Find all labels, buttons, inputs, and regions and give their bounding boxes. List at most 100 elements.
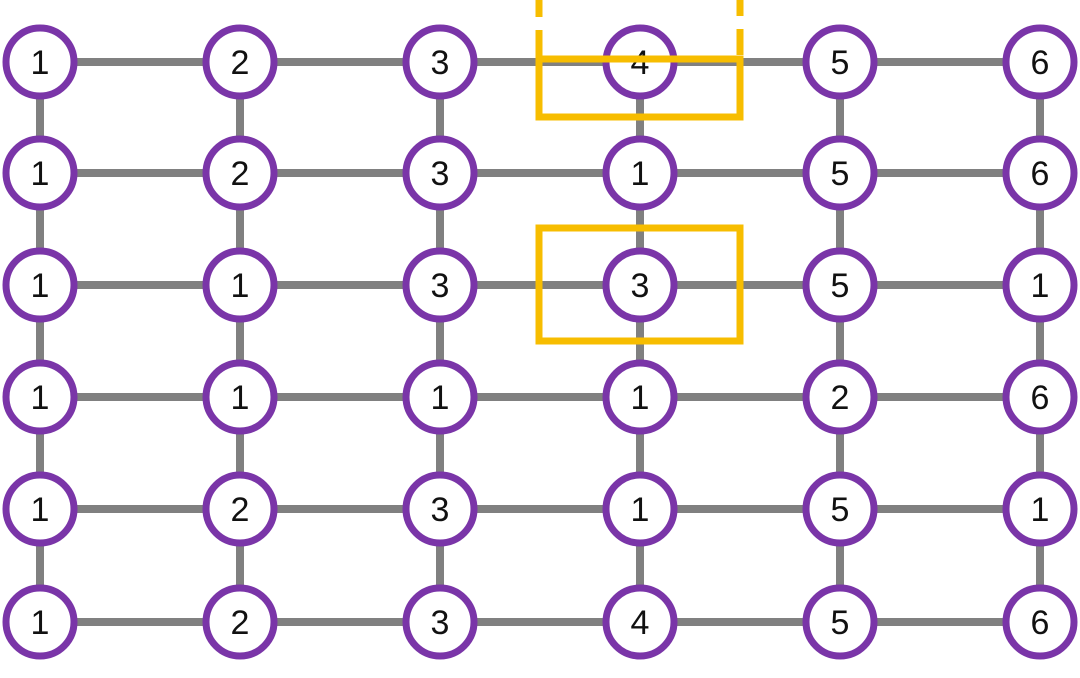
graph-node: 3 xyxy=(602,247,678,323)
node-circle xyxy=(602,471,678,547)
graph-node: 1 xyxy=(602,135,678,211)
node-label: 6 xyxy=(1031,604,1050,642)
graph-node: 1 xyxy=(2,471,78,547)
node-label: 3 xyxy=(631,267,650,305)
graph-node: 2 xyxy=(202,471,278,547)
node-label: 1 xyxy=(31,491,50,529)
node-label: 2 xyxy=(231,604,250,642)
node-label: 4 xyxy=(631,44,650,82)
node-circle xyxy=(802,247,878,323)
graph-node: 3 xyxy=(402,471,478,547)
graph-node: 6 xyxy=(1002,135,1078,211)
node-circle xyxy=(2,471,78,547)
node-circle xyxy=(202,135,278,211)
graph-node: 4 xyxy=(602,584,678,660)
node-label: 5 xyxy=(831,44,850,82)
node-circle xyxy=(402,359,478,435)
graph-node: 1 xyxy=(2,135,78,211)
graph-node: 2 xyxy=(202,24,278,100)
node-circle xyxy=(1002,247,1078,323)
node-circle xyxy=(802,135,878,211)
node-label: 5 xyxy=(831,604,850,642)
graph-node: 5 xyxy=(802,135,878,211)
node-circle xyxy=(802,359,878,435)
graph-node: 2 xyxy=(202,584,278,660)
node-label: 1 xyxy=(1031,267,1050,305)
node-circle xyxy=(802,24,878,100)
node-label: 2 xyxy=(831,379,850,417)
node-label: 1 xyxy=(31,604,50,642)
node-circle xyxy=(402,584,478,660)
graph-node: 2 xyxy=(802,359,878,435)
graph-node: 6 xyxy=(1002,359,1078,435)
node-label: 6 xyxy=(1031,379,1050,417)
node-circle xyxy=(2,584,78,660)
highlight-layer xyxy=(535,0,744,345)
graph-node: 1 xyxy=(1002,471,1078,547)
node-label: 5 xyxy=(831,491,850,529)
node-label: 1 xyxy=(31,379,50,417)
graph-node: 1 xyxy=(2,24,78,100)
graph-node: 6 xyxy=(1002,584,1078,660)
highlight-box-middle xyxy=(535,224,744,345)
node-circle xyxy=(2,247,78,323)
node-circle xyxy=(202,471,278,547)
node-circle xyxy=(202,247,278,323)
node-circle xyxy=(2,135,78,211)
node-circle xyxy=(602,584,678,660)
node-circle xyxy=(2,24,78,100)
graph-node: 1 xyxy=(602,471,678,547)
node-circle xyxy=(402,471,478,547)
node-circle xyxy=(1002,584,1078,660)
node-circle xyxy=(202,24,278,100)
graph-node: 3 xyxy=(402,24,478,100)
node-label: 3 xyxy=(431,491,450,529)
highlight-box-top xyxy=(535,55,744,121)
node-label: 1 xyxy=(431,379,450,417)
graph-node: 1 xyxy=(1002,247,1078,323)
node-label: 3 xyxy=(431,44,450,82)
node-label: 1 xyxy=(231,267,250,305)
graph-node: 1 xyxy=(402,359,478,435)
node-label: 1 xyxy=(31,155,50,193)
node-label: 6 xyxy=(1031,44,1050,82)
node-circle xyxy=(2,359,78,435)
node-label: 3 xyxy=(431,155,450,193)
graph-node: 5 xyxy=(802,247,878,323)
node-circle xyxy=(402,24,478,100)
node-circle xyxy=(202,359,278,435)
node-label: 5 xyxy=(831,267,850,305)
node-label: 1 xyxy=(631,155,650,193)
graph-node: 3 xyxy=(402,584,478,660)
graph-node: 1 xyxy=(2,359,78,435)
graph-node: 5 xyxy=(802,584,878,660)
node-label: 1 xyxy=(631,379,650,417)
node-layer: 1 2 3 4 5 6 1 2 3 1 5 6 1 1 3 3 5 1 1 1 1 1 2 6 1 2 3 1 5 1 1 2 3 4 5 6 xyxy=(2,24,1078,660)
node-circle xyxy=(202,584,278,660)
graph-node: 6 xyxy=(1002,24,1078,100)
node-circle xyxy=(602,247,678,323)
node-label: 5 xyxy=(831,155,850,193)
node-circle xyxy=(1002,135,1078,211)
node-label: 1 xyxy=(231,379,250,417)
node-circle xyxy=(1002,359,1078,435)
node-label: 2 xyxy=(231,155,250,193)
node-label: 1 xyxy=(631,491,650,529)
node-circle xyxy=(602,359,678,435)
node-circle xyxy=(802,471,878,547)
graph-node: 5 xyxy=(802,24,878,100)
node-label: 1 xyxy=(31,44,50,82)
node-label: 2 xyxy=(231,44,250,82)
node-label: 4 xyxy=(631,604,650,642)
node-label: 6 xyxy=(1031,155,1050,193)
node-circle xyxy=(402,135,478,211)
graph-node: 5 xyxy=(802,471,878,547)
node-circle xyxy=(402,247,478,323)
node-circle xyxy=(1002,24,1078,100)
graph-node: 1 xyxy=(202,247,278,323)
node-label: 1 xyxy=(31,267,50,305)
node-label: 3 xyxy=(431,267,450,305)
graph-node: 2 xyxy=(202,135,278,211)
graph-node: 3 xyxy=(402,247,478,323)
node-circle xyxy=(1002,471,1078,547)
